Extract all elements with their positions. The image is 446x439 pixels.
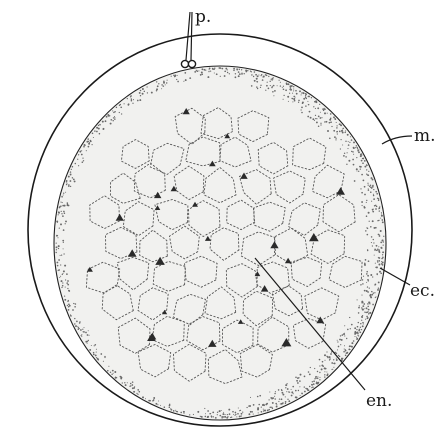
label-m: m.	[414, 126, 436, 146]
label-en: en.	[366, 391, 392, 411]
leader-line-m	[382, 136, 412, 144]
label-ec: ec.	[410, 281, 435, 301]
embryo-body	[54, 66, 386, 420]
polar-bodies	[181, 60, 195, 67]
label-p: p.	[195, 7, 211, 27]
leader-line-ec	[380, 268, 410, 285]
